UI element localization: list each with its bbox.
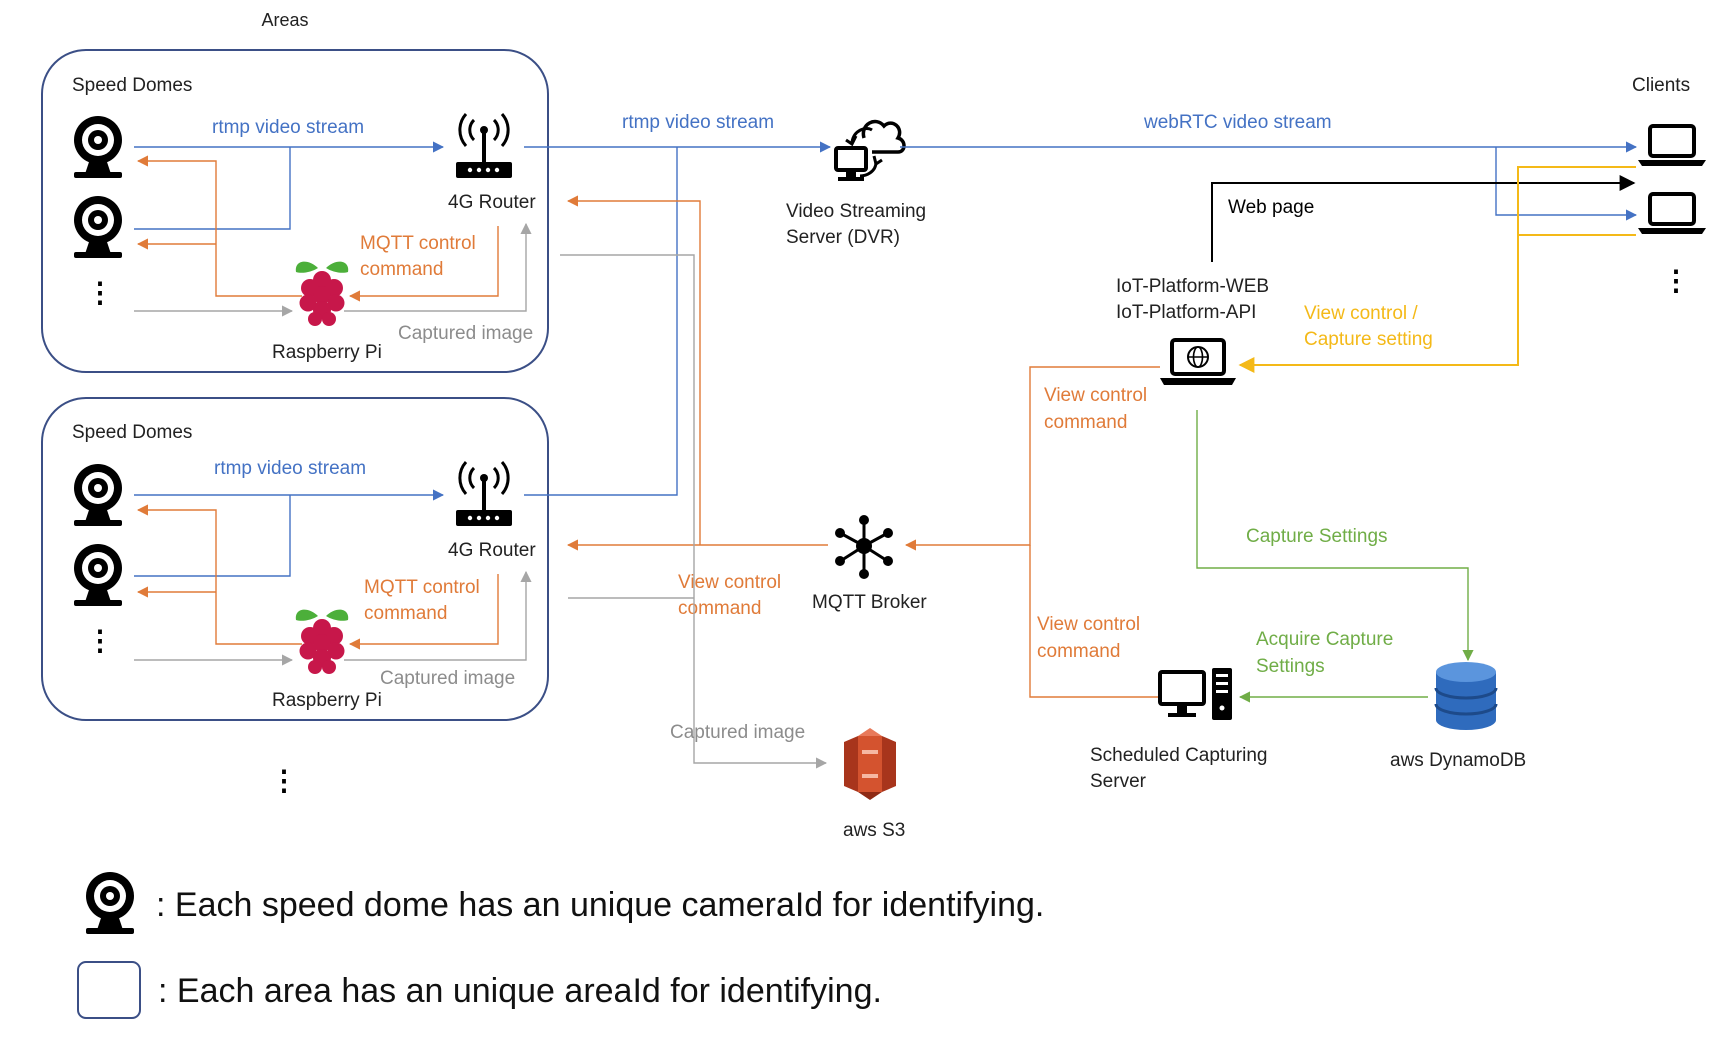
vss-label-2: Server (DVR) [786, 227, 900, 248]
capture-settings-label: Capture Settings [1246, 526, 1388, 547]
iot-platform-icon [1160, 338, 1236, 385]
cameras-ellipsis: ⋮ [86, 277, 114, 308]
rtmp-to-dvr-label: rtmp video stream [622, 112, 774, 133]
clients-label: Clients [1632, 75, 1690, 96]
iot-api-label: IoT-Platform-API [1116, 302, 1256, 323]
speed-dome-camera-icon [74, 116, 122, 178]
cameras-ellipsis: ⋮ [86, 625, 114, 656]
mqtt-command-line [348, 226, 499, 302]
aws-s3-icon [844, 728, 896, 800]
raspberry-pi-label: Raspberry Pi [272, 342, 382, 363]
iot-to-broker-line [904, 366, 1160, 551]
router-icon [454, 460, 514, 528]
legend-area-text: : Each area has an unique areaId for ide… [158, 972, 882, 1010]
video-streaming-server-icon [834, 119, 906, 181]
legend-area-icon [77, 961, 141, 1019]
scheduled-label-2: Server [1090, 771, 1147, 792]
view-capture-setting-line [1238, 166, 1636, 373]
router-label: 4G Router [448, 540, 536, 561]
aws-dynamodb-icon [1434, 662, 1498, 730]
area-title: Speed Domes [72, 422, 192, 443]
aws-dynamodb-label: aws DynamoDB [1390, 750, 1526, 771]
mqtt-command-line [136, 155, 302, 297]
view-capture-label-1: View control / [1304, 303, 1418, 324]
rtmp-stream-line [134, 147, 291, 230]
area-block-2: Speed Domes ⋮ rtmp video stream 4G Route… [41, 397, 549, 721]
router-label: 4G Router [448, 192, 536, 213]
view-cmd-label-1: View control [1044, 385, 1147, 406]
mqtt-label-1: MQTT control [360, 233, 476, 254]
scheduled-label-1: Scheduled Capturing [1090, 745, 1267, 766]
aws-s3-label: aws S3 [843, 820, 905, 841]
speed-dome-camera-icon [74, 464, 122, 526]
areas-ellipsis: ⋮ [270, 765, 298, 796]
view-control-label-2: command [678, 598, 761, 619]
mqtt-broker-label: MQTT Broker [812, 592, 927, 613]
speed-dome-camera-icon [74, 196, 122, 258]
web-page-line [1211, 175, 1636, 262]
clients-ellipsis: ⋮ [1662, 265, 1690, 296]
acquire-label-2: Settings [1256, 656, 1325, 677]
view-capture-label-2: Capture setting [1304, 329, 1433, 350]
captured-image-line [344, 570, 532, 661]
rtmp-to-dvr-line [524, 147, 678, 496]
raspberry-pi-icon [295, 261, 349, 326]
legend-camera-text: : Each speed dome has an unique cameraId… [156, 886, 1044, 924]
captured-to-s3-label: Captured image [670, 722, 805, 743]
rtmp-stream-line [134, 495, 291, 577]
captured-image-line [344, 222, 532, 312]
webrtc-label: webRTC video stream [1143, 112, 1332, 133]
acquire-label-1: Acquire Capture [1256, 629, 1393, 650]
view-cmd-label-2: command [1044, 412, 1127, 433]
rtmp-stream-label: rtmp video stream [214, 458, 366, 479]
captured-to-s3-line [560, 254, 828, 769]
router-icon [454, 112, 514, 180]
vss-label-1: Video Streaming [786, 201, 926, 222]
mqtt-command-line [348, 574, 499, 650]
broker-to-router-line [566, 195, 701, 545]
rtmp-stream-label: rtmp video stream [212, 117, 364, 138]
legend-camera-icon [86, 872, 134, 934]
captured-image-label: Captured image [398, 323, 533, 344]
view-control-label-1: View control [678, 572, 781, 593]
web-page-label: Web page [1228, 197, 1314, 218]
client-laptop-icon [1636, 192, 1708, 236]
view-cmd2-label-2: command [1037, 641, 1120, 662]
area-title: Speed Domes [72, 75, 192, 96]
raspberry-pi-label: Raspberry Pi [272, 690, 382, 711]
client-laptop-icon [1636, 124, 1708, 168]
webrtc-stream-line [1495, 147, 1638, 221]
mqtt-command-line [136, 504, 302, 645]
iot-web-label: IoT-Platform-WEB [1116, 276, 1269, 297]
view-cmd2-label-1: View control [1037, 614, 1140, 635]
area-boundary [41, 397, 549, 721]
speed-dome-camera-icon [74, 544, 122, 606]
area-block-1: Speed Domes ⋮ rtmp video stream 4G Route… [41, 49, 549, 373]
capture-settings-line [1196, 410, 1474, 662]
mqtt-broker-icon [835, 515, 893, 579]
scheduled-to-broker-line [1029, 545, 1160, 698]
area-boundary [41, 49, 549, 373]
scheduled-server-icon [1158, 668, 1232, 720]
captured-image-label: Captured image [380, 668, 515, 689]
mqtt-label-2: command [364, 603, 447, 624]
mqtt-label-1: MQTT control [364, 577, 480, 598]
mqtt-label-2: command [360, 259, 443, 280]
raspberry-pi-icon [295, 609, 349, 674]
areas-title: Areas [261, 10, 308, 30]
